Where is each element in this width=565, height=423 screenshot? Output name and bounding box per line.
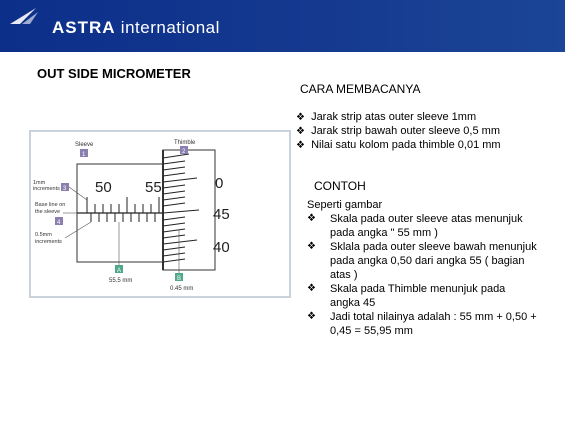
svg-text:1: 1 xyxy=(82,152,86,158)
header-banner: ASTRA international xyxy=(0,0,565,52)
svg-text:2: 2 xyxy=(182,149,186,155)
list-item: ❖ Sklala pada outer sleeve bawah menunju… xyxy=(307,241,537,281)
svg-text:A: A xyxy=(117,268,121,274)
badge-3 xyxy=(61,183,69,191)
thimble-label: Thimble xyxy=(174,140,196,146)
company-logo-text: ASTRA international xyxy=(52,18,220,38)
diamond-bullet-icon: ❖ xyxy=(296,126,305,137)
example-lead: Seperti gambar xyxy=(307,199,383,211)
list-item: ❖ Skala pada Thimble menunjuk pada angka… xyxy=(307,283,506,309)
list-item: ❖ Jarak strip atas outer sleeve 1mm xyxy=(296,111,477,123)
label-baseline: Base line on the sleeve xyxy=(35,202,67,215)
diamond-bullet-icon: ❖ xyxy=(307,213,316,224)
svg-text:3: 3 xyxy=(63,186,67,192)
reading-b: 0.45 mm xyxy=(170,286,193,292)
thimble-number-45: 45 xyxy=(213,206,230,223)
diamond-bullet-icon: ❖ xyxy=(307,241,316,252)
list-item: ❖ Nilai satu kolom pada thimble 0,01 mm xyxy=(296,139,501,151)
svg-text:B: B xyxy=(177,276,181,282)
badge-1 xyxy=(80,149,88,157)
logo-light: international xyxy=(120,18,220,37)
example-list: Seperti gambar ❖ Skala pada outer sleeve… xyxy=(307,198,537,338)
logo-bold: ASTRA xyxy=(52,18,116,37)
list-item: ❖ Jadi total nilainya adalah : 55 mm + 0… xyxy=(307,311,537,337)
diamond-bullet-icon: ❖ xyxy=(296,112,305,123)
sleeve-top-ticks xyxy=(86,197,160,213)
diamond-bullet-icon: ❖ xyxy=(307,283,316,294)
sleeve-number-55: 55 xyxy=(145,179,162,196)
reading-rules-list: ❖ Jarak strip atas outer sleeve 1mm ❖ Ja… xyxy=(296,110,501,152)
diamond-bullet-icon: ❖ xyxy=(296,140,305,151)
micrometer-diagram: 50 55 0 45 40 Sleeve 1 Thimble 2 1mm inc… xyxy=(29,130,291,298)
sleeve-number-50: 50 xyxy=(95,179,112,196)
example-title: CONTOH xyxy=(314,179,366,193)
list-item: ❖ Skala pada outer sleeve atas menunjuk … xyxy=(307,213,523,239)
section-title: CARA MEMBACANYA xyxy=(300,82,421,96)
sleeve-label: Sleeve xyxy=(75,142,94,148)
svg-text:4: 4 xyxy=(57,220,61,226)
astra-logo-icon xyxy=(10,8,38,24)
reading-a: 55.5 mm xyxy=(109,278,132,284)
page-title: OUT SIDE MICROMETER xyxy=(37,66,191,81)
badge-a xyxy=(115,265,123,273)
label-05mm: 0.5mm increments xyxy=(35,232,62,245)
badge-b xyxy=(175,273,183,281)
list-item: ❖ Jarak strip bawah outer sleeve 0,5 mm xyxy=(296,125,500,137)
sleeve-bottom-ticks xyxy=(90,213,156,222)
thimble-body xyxy=(162,149,216,271)
badge-2 xyxy=(180,146,188,154)
diamond-bullet-icon: ❖ xyxy=(307,311,316,322)
badge-4 xyxy=(55,217,63,225)
thimble-scale-ticks xyxy=(162,153,200,263)
thimble-number-40: 40 xyxy=(213,239,230,256)
thimble-number-0: 0 xyxy=(215,175,223,192)
label-1mm: 1mm increments xyxy=(33,180,60,192)
